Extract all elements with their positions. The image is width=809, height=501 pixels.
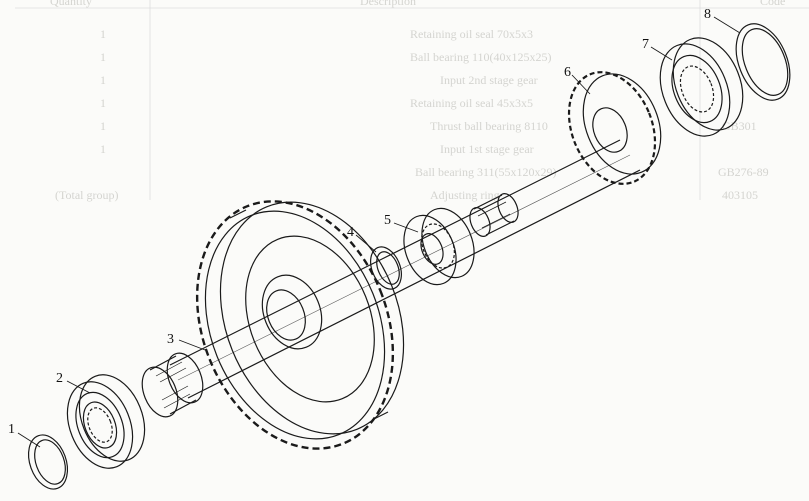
thrust-bearing-part-5 (403, 207, 475, 286)
ghost-header-description: Description (360, 0, 416, 8)
ghost-row-6-desc: Input 1st stage gear (440, 142, 534, 156)
ghost-table-rules (15, 0, 809, 200)
spline-right (469, 193, 519, 237)
adjusting-ring-part-8 (735, 23, 791, 101)
retaining-ring-part-4 (370, 246, 402, 290)
ghost-row-1-qty: 1 (100, 27, 106, 41)
callout-1: 1 (8, 422, 15, 437)
retaining-ring-part-1 (27, 434, 69, 490)
leader-lines (17, 16, 741, 448)
ghost-row-5-desc: Thrust ball bearing 8110 (430, 119, 548, 133)
ghost-row-1-desc: Retaining oil seal 70x5x3 (410, 27, 533, 41)
ghost-row-5-qty: 1 (100, 119, 106, 133)
spline-left (141, 352, 204, 418)
ghost-row-8-desc: Adjusting ring (430, 188, 500, 202)
ghost-header-quantity: Quantity (50, 0, 92, 8)
ball-bearing-part-2 (66, 374, 146, 469)
callout-7: 7 (642, 37, 649, 52)
callout-5: 5 (384, 213, 391, 228)
shaft (169, 139, 641, 399)
ghost-code-3: 403105 (722, 188, 758, 202)
callout-3: 3 (167, 332, 174, 347)
ball-bearing-part-7 (659, 37, 744, 137)
ghost-row-2-desc: Ball bearing 110(40x125x25) (410, 50, 552, 64)
ghost-code-1: GB301 (722, 119, 757, 133)
ghost-row-4-desc: Retaining oil seal 45x3x5 (410, 96, 533, 110)
ghost-row-7-desc: Ball bearing 311(55x120x29) (415, 165, 557, 179)
ghost-header-code: Code (760, 0, 786, 8)
ghost-assembly-note: (Total group) (55, 188, 119, 202)
callout-6: 6 (564, 65, 571, 80)
ghost-row-4-qty: 1 (100, 96, 106, 110)
large-gear-part-3 (195, 200, 405, 450)
callout-4: 4 (347, 225, 354, 240)
ghost-row-3-qty: 1 (100, 73, 106, 87)
small-gear-part-6 (567, 71, 662, 185)
callout-8: 8 (704, 7, 711, 22)
ghost-row-3-desc: Input 2nd stage gear (440, 73, 538, 87)
ghost-row-2-qty: 1 (100, 50, 106, 64)
callout-2: 2 (56, 371, 63, 386)
ghost-row-6-qty: 1 (100, 142, 106, 156)
ghost-code-2: GB276-89 (718, 165, 769, 179)
